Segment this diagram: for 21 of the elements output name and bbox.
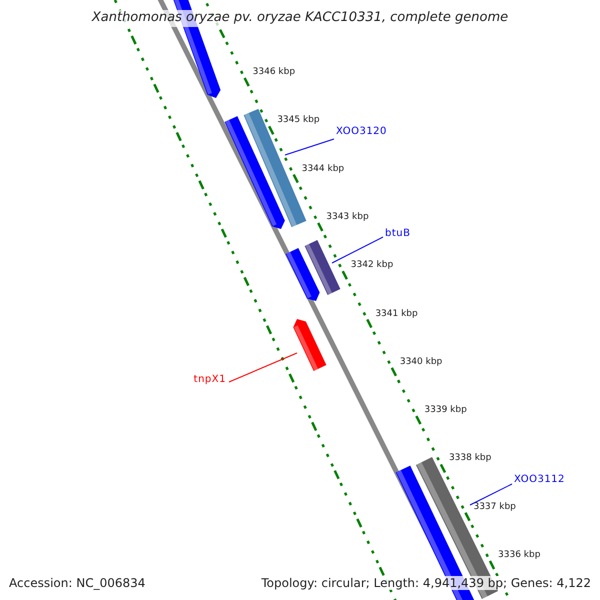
leader-line	[332, 236, 384, 264]
accession-text: Accession: NC_006834	[9, 576, 146, 590]
scale-label: 3344 kbp	[302, 164, 344, 174]
scale-label: 3338 kbp	[448, 454, 492, 464]
leader-line	[470, 484, 512, 506]
scale-label: 3343 kbp	[326, 212, 369, 222]
scale-label: 3341 kbp	[375, 310, 418, 318]
genome-info-text: Topology: circular; Length: 4,941,439 bp; Genes: 4,122	[261, 576, 591, 590]
scale-label: 3345 kbp	[277, 116, 320, 126]
scale-label: 3340 kbp	[400, 358, 442, 367]
scale-label: 3339 kbp	[424, 406, 467, 416]
gene-block	[304, 240, 340, 295]
gene-label: XOO3120	[336, 127, 387, 137]
leader-line	[228, 352, 298, 382]
gene-label: btuB	[385, 229, 410, 239]
gene-label: tnpX1	[194, 375, 226, 385]
gene-label: XOO3112	[514, 475, 565, 485]
leader-line	[284, 138, 334, 156]
scale-label: 3342 kbp	[350, 261, 394, 270]
scale-label: 3337 kbp	[473, 502, 516, 512]
gene-block	[293, 319, 326, 371]
